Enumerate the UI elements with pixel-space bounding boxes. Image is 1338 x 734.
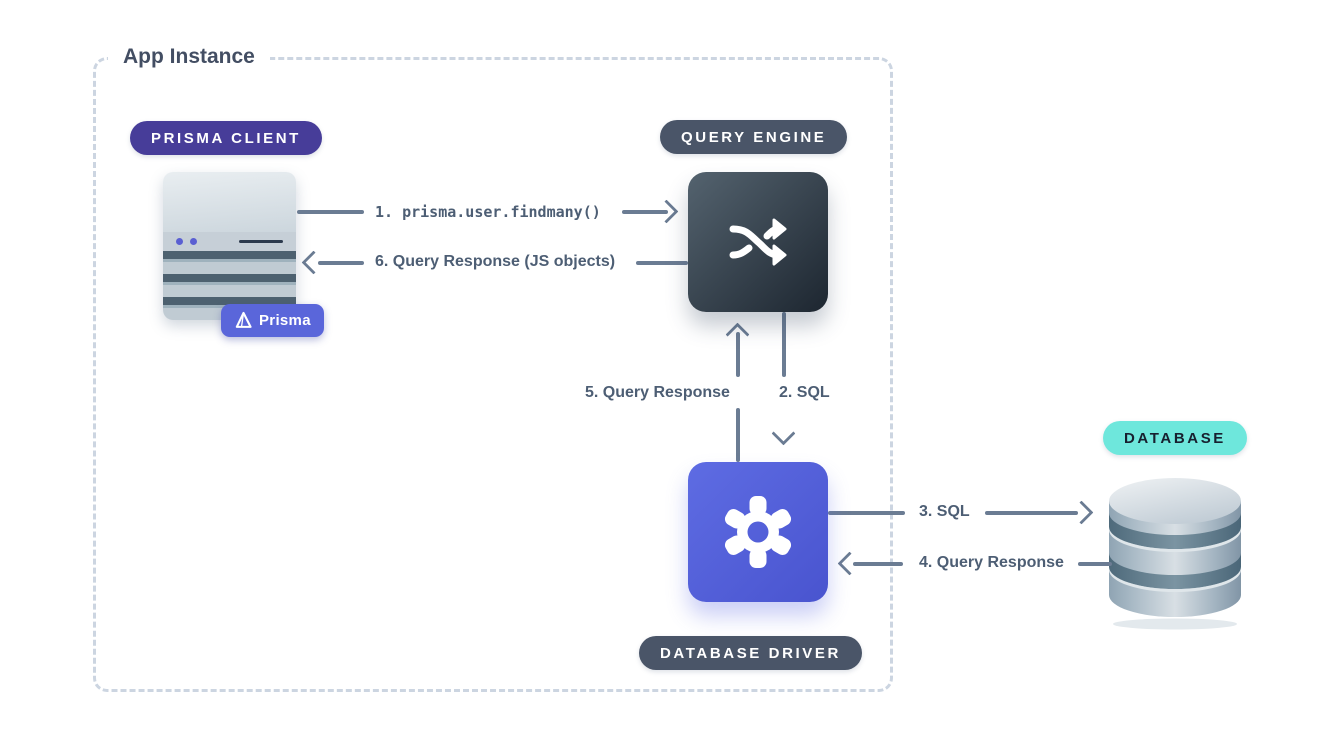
arrow-1-line xyxy=(622,210,668,214)
arrow-3-line xyxy=(985,511,1078,515)
arrow-1-line xyxy=(297,210,364,214)
arrow-6-line xyxy=(636,261,688,265)
database-cylinder-icon xyxy=(1108,474,1242,635)
arrow-3-line xyxy=(828,511,905,515)
arrow-2-label: 2. SQL xyxy=(779,384,830,401)
arrow-6-label: 6. Query Response (JS objects) xyxy=(375,253,616,270)
prisma-client-badge: PRISMA CLIENT xyxy=(130,121,322,155)
arrow-5-line xyxy=(736,332,740,377)
server-stack-icon xyxy=(163,172,296,320)
database-driver-node xyxy=(688,462,828,602)
arrow-5-line xyxy=(736,408,740,462)
server-control-row xyxy=(163,232,296,251)
arrow-3-head-right xyxy=(1069,500,1094,525)
arrow-3-label: 3. SQL xyxy=(919,503,970,520)
server-led-icon xyxy=(190,238,197,245)
prisma-logo-badge: Prisma xyxy=(221,304,324,337)
arrow-4-line xyxy=(853,562,903,566)
arrow-4-label: 4. Query Response xyxy=(919,554,1064,571)
arrow-4-line xyxy=(1078,562,1112,566)
prisma-logo-label: Prisma xyxy=(259,312,311,329)
server-vent-slot xyxy=(239,240,283,243)
gear-icon xyxy=(724,496,792,568)
query-engine-badge: QUERY ENGINE xyxy=(660,120,848,154)
arrow-5-label: 5. Query Response xyxy=(585,384,730,401)
shuffle-icon xyxy=(729,218,787,266)
database-badge: DATABASE xyxy=(1103,421,1247,455)
prisma-logo-icon xyxy=(235,311,252,328)
query-engine-node xyxy=(688,172,828,312)
app-instance-boundary xyxy=(93,57,893,692)
arrow-2-line xyxy=(782,312,786,377)
database-driver-badge: DATABASE DRIVER xyxy=(639,636,862,670)
arrow-1-label: 1. prisma.user.findmany() xyxy=(375,203,601,221)
app-instance-title: App Instance xyxy=(108,43,270,71)
server-led-icon xyxy=(176,238,183,245)
server-top-panel xyxy=(163,172,296,232)
arrow-6-line xyxy=(318,261,364,265)
